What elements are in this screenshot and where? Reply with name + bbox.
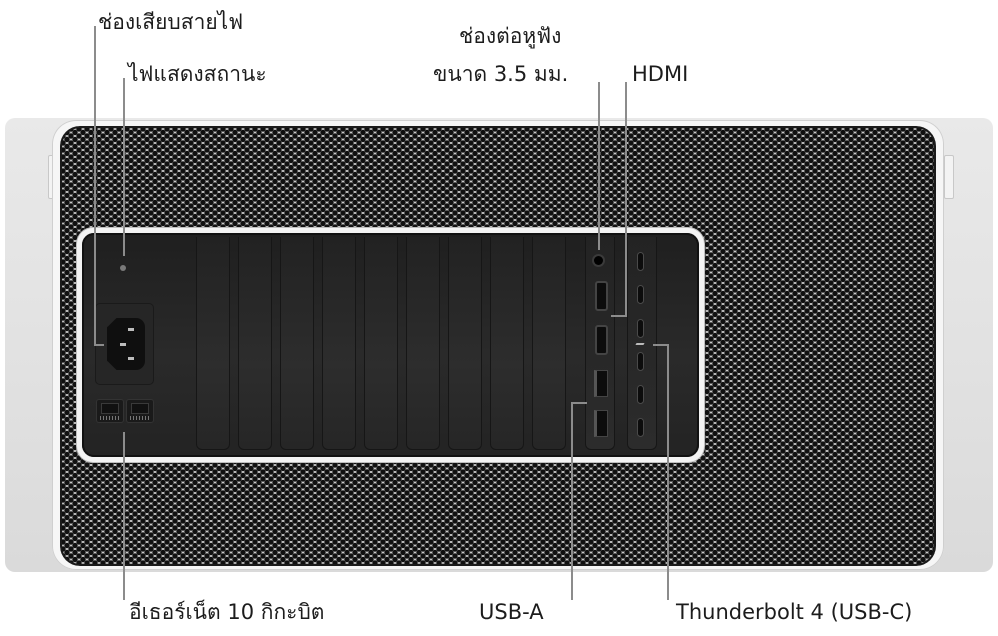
leader-line-usb-a-tick	[571, 402, 587, 404]
status-light	[120, 265, 126, 271]
hdmi-port-1	[595, 281, 608, 311]
pcie-slot-cover	[364, 237, 398, 450]
thunderbolt-port-2	[637, 285, 644, 304]
thunderbolt-port-1	[637, 252, 644, 271]
ethernet-port-1	[97, 400, 123, 422]
label-status-light: ไฟแสดงสถานะ	[128, 62, 267, 86]
label-headphone-jack-line1: ช่องต่อหูฟัง	[459, 24, 562, 48]
label-hdmi: HDMI	[632, 62, 689, 86]
power-port	[107, 318, 145, 370]
leader-line-hdmi-tick	[611, 315, 627, 317]
leader-line-thunderbolt-tick	[653, 344, 669, 346]
label-headphone-jack-line2: ขนาด 3.5 มม.	[433, 62, 569, 86]
pcie-slot-cover	[532, 237, 566, 450]
leader-line-usb-a	[571, 402, 573, 600]
power-prong	[128, 357, 134, 360]
label-thunderbolt: Thunderbolt 4 (USB-C)	[676, 600, 913, 624]
leader-line-hdmi	[625, 82, 627, 316]
headphone-jack	[594, 256, 603, 265]
pcie-slot-cover	[238, 237, 272, 450]
leader-line-status	[123, 78, 125, 256]
usb-a-port-2	[594, 410, 608, 437]
leader-line-thunderbolt	[667, 344, 669, 600]
pcie-slot-cover	[448, 237, 482, 450]
pcie-slot-cover	[196, 237, 230, 450]
ethernet-port-2	[127, 400, 153, 422]
pcie-slot-cover	[490, 237, 524, 450]
power-prong	[120, 343, 126, 346]
leader-line-headphone	[598, 82, 600, 250]
thunderbolt-port-4	[637, 352, 644, 371]
label-usb-a: USB-A	[479, 600, 544, 624]
leader-line-power	[94, 26, 96, 346]
power-prong	[128, 328, 134, 331]
leader-line-ethernet	[123, 432, 125, 600]
right-latch	[944, 155, 954, 199]
label-ethernet: อีเธอร์เน็ต 10 กิกะบิต	[129, 600, 325, 624]
usb-a-port-1	[594, 370, 608, 397]
thunderbolt-port-6	[637, 418, 644, 437]
hdmi-port-2	[595, 325, 608, 355]
pcie-slot-cover	[406, 237, 440, 450]
thunderbolt-port-3	[637, 319, 644, 338]
thunderbolt-icon	[635, 343, 645, 345]
label-power-port: ช่องเสียบสายไฟ	[98, 10, 244, 34]
pcie-slot-cover	[280, 237, 314, 450]
thunderbolt-port-5	[637, 385, 644, 404]
pcie-slot-cover	[322, 237, 356, 450]
leader-line-power-tick	[94, 344, 104, 346]
